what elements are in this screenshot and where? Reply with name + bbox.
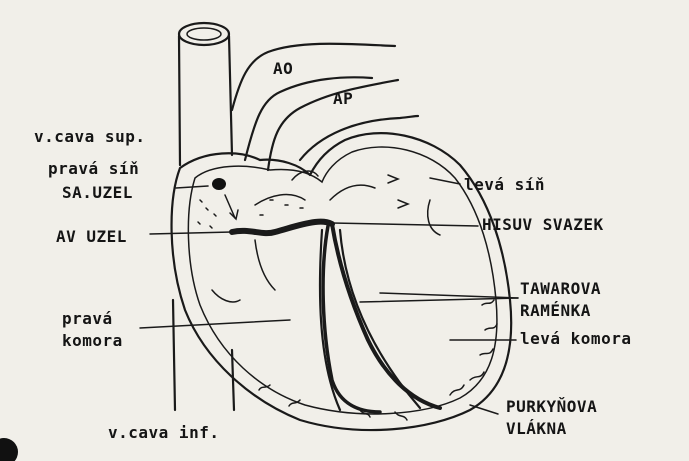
label-leva-sin: levá síň — [464, 175, 545, 194]
right-bundle-branch — [323, 226, 380, 412]
bundle-of-his — [232, 222, 332, 234]
label-ao: AO — [273, 59, 293, 78]
label-tawarova: TAWAROVA — [520, 279, 601, 298]
label-ramenka: RAMÉNKA — [520, 301, 591, 320]
corner-blot — [0, 438, 18, 461]
heart-inner-wall — [188, 147, 497, 414]
sa-av-pathway — [225, 195, 235, 218]
label-av-uzel: AV UZEL — [56, 227, 127, 246]
label-prava-sin: pravá síň — [48, 159, 139, 178]
sa-node-mark — [212, 178, 226, 190]
left-bundle-branch — [332, 224, 440, 408]
label-v-cava-inf: v.cava inf. — [108, 423, 219, 442]
label-hisuv-svazek: HISUV SVAZEK — [482, 215, 604, 234]
label-vlakna: VLÁKNA — [506, 419, 567, 438]
interventricular-septum — [320, 230, 420, 410]
label-prava: pravá — [62, 309, 113, 328]
label-ap: AP — [333, 89, 353, 108]
vena-cava-inferior — [173, 300, 234, 410]
label-leva-komora: levá komora — [520, 329, 631, 348]
atrial-markings — [198, 175, 408, 228]
heart-outline — [172, 133, 512, 430]
vena-cava-superior — [179, 23, 232, 165]
label-komora: komora — [62, 331, 123, 350]
label-purkynova: PURKYŇOVA — [506, 397, 597, 416]
label-v-cava-sup: v.cava sup. — [34, 127, 145, 146]
label-sa-uzel: SA.UZEL — [62, 183, 133, 202]
